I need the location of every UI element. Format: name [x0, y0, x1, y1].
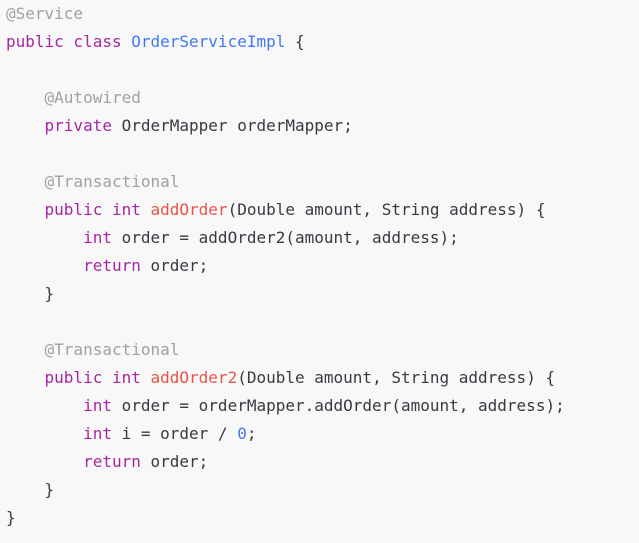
code-token-plain: OrderMapper orderMapper; [111, 116, 353, 135]
code-token-plain [6, 340, 45, 359]
code-line: int i = order / 0; [0, 420, 639, 448]
code-line [0, 140, 639, 168]
code-token-keyword: public int [44, 200, 151, 219]
code-line [0, 308, 639, 336]
code-token-annotation: @Transactional [44, 340, 180, 359]
code-token-plain: order; [140, 452, 209, 471]
code-token-annotation: @Autowired [44, 88, 141, 107]
code-token-plain: order = orderMapper.addOrder(amount, add… [111, 396, 565, 415]
code-token-keyword: public int [44, 368, 151, 387]
code-token-annotation: @Transactional [44, 172, 180, 191]
code-token-keyword: return [83, 256, 141, 275]
code-token-class-name: OrderServiceImpl [131, 32, 286, 51]
code-token-plain [6, 172, 45, 191]
code-token-plain: ; [246, 424, 257, 443]
code-line: int order = addOrder2(amount, address); [0, 224, 639, 252]
code-line: public int addOrder(Double amount, Strin… [0, 196, 639, 224]
code-token-plain: } [6, 508, 16, 527]
code-token-number: 0 [237, 424, 247, 443]
code-token-plain [6, 200, 45, 219]
code-line: public int addOrder2(Double amount, Stri… [0, 364, 639, 392]
code-line: } [0, 476, 639, 504]
code-line: } [0, 504, 639, 532]
code-token-plain [6, 368, 45, 387]
code-token-keyword: int [83, 396, 112, 415]
code-token-plain [6, 256, 83, 275]
code-token-plain: (Double amount, String address) { [237, 368, 556, 387]
code-line: @Transactional [0, 336, 639, 364]
code-line: return order; [0, 252, 639, 280]
code-token-plain [6, 116, 45, 135]
code-line [0, 56, 639, 84]
code-token-plain: order = addOrder2(amount, address); [111, 228, 459, 247]
code-token-plain [6, 88, 45, 107]
code-token-keyword: private [44, 116, 112, 135]
code-token-keyword: int [83, 424, 112, 443]
code-line: @Autowired [0, 84, 639, 112]
code-line: @Service [0, 0, 639, 28]
code-line: return order; [0, 448, 639, 476]
code-token-plain: } [6, 284, 55, 303]
code-token-plain: (Double amount, String address) { [227, 200, 546, 219]
code-token-keyword: return [83, 452, 141, 471]
code-token-plain [6, 424, 83, 443]
code-token-method-name: addOrder2 [150, 368, 238, 387]
code-token-plain: order; [140, 256, 209, 275]
code-token-keyword: int [83, 228, 112, 247]
code-line: public class OrderServiceImpl { [0, 28, 639, 56]
code-line: @Transactional [0, 168, 639, 196]
code-token-method-name: addOrder [150, 200, 228, 219]
code-line: } [0, 280, 639, 308]
code-line: int order = orderMapper.addOrder(amount,… [0, 392, 639, 420]
code-token-plain [6, 452, 83, 471]
code-token-keyword: public class [6, 32, 132, 51]
code-token-plain [6, 228, 83, 247]
code-token-annotation: @Service [6, 4, 84, 23]
code-token-plain [6, 396, 83, 415]
code-token-plain: { [285, 32, 305, 51]
code-token-plain: i = order / [111, 424, 238, 443]
code-token-plain: } [6, 480, 55, 499]
code-line: private OrderMapper orderMapper; [0, 112, 639, 140]
